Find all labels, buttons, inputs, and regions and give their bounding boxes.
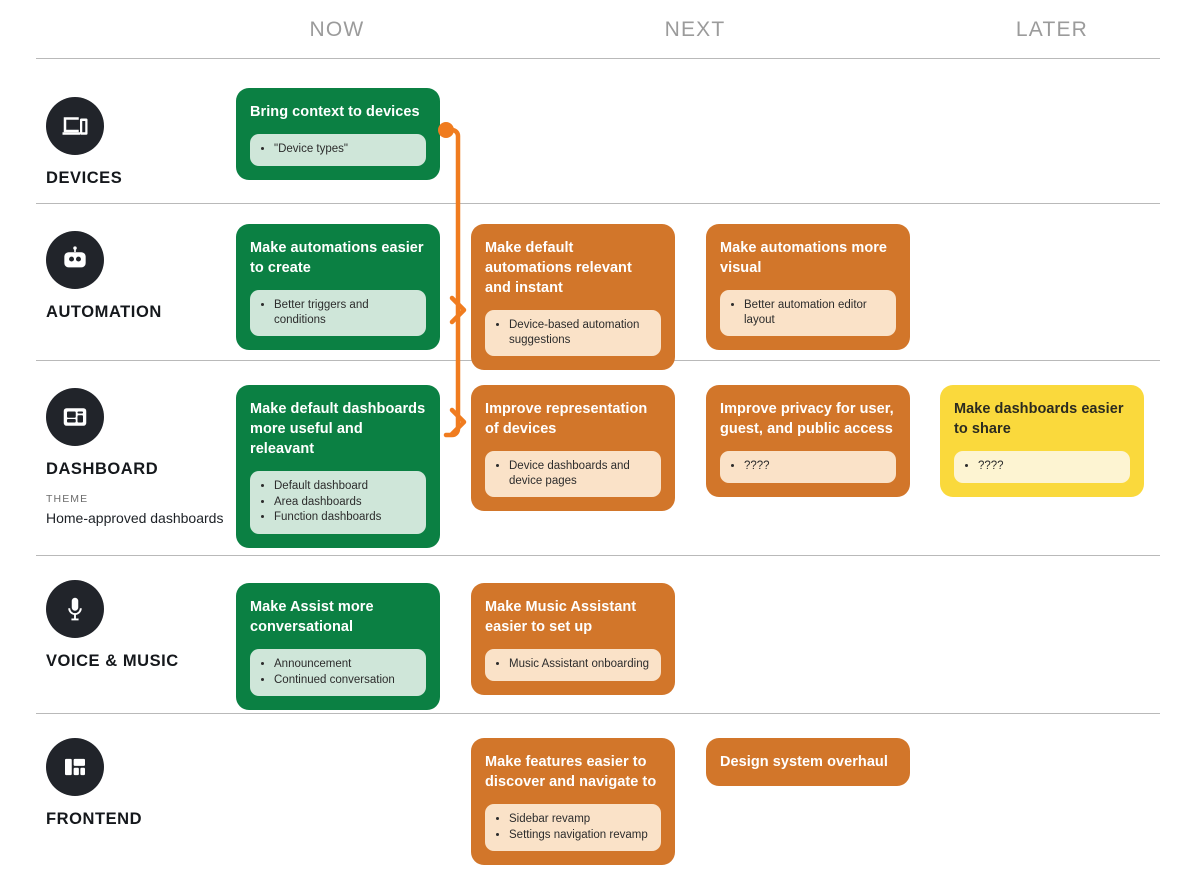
microphone-icon (46, 580, 104, 638)
card-items: Announcement Continued conversation (250, 649, 426, 696)
card-make-music-assistant-easier[interactable]: Make Music Assistant easier to set up Mu… (471, 583, 675, 695)
card-item: Better automation editor layout (744, 298, 886, 327)
robot-icon (46, 231, 104, 289)
card-title: Make automations easier to create (250, 240, 424, 276)
card-title: Make Assist more conversational (250, 599, 374, 635)
card-title: Bring context to devices (250, 104, 420, 120)
card-title: Improve privacy for user, guest, and pub… (720, 401, 894, 437)
card-item: ???? (744, 459, 886, 474)
card-item: Better triggers and conditions (274, 298, 416, 327)
card-items: Default dashboard Area dashboards Functi… (250, 471, 426, 534)
card-items: Music Assistant onboarding (485, 649, 661, 681)
theme-kicker: THEME (46, 493, 89, 505)
row-label-voice-music: VOICE & MUSIC (46, 580, 231, 671)
card-make-assist-more-conversational[interactable]: Make Assist more conversational Announce… (236, 583, 440, 710)
card-item: Device dashboards and device pages (509, 459, 651, 488)
card-items: "Device types" (250, 134, 426, 166)
card-make-features-easier-to-discover[interactable]: Make features easier to discover and nav… (471, 738, 675, 865)
card-title: Improve representation of devices (485, 401, 648, 437)
row-divider (36, 555, 1160, 556)
row-name-dashboard: DASHBOARD (46, 460, 159, 478)
row-frontend: FRONTEND Make features easier to discove… (0, 713, 1200, 873)
card-title: Make features easier to discover and nav… (485, 754, 657, 790)
card-item: Default dashboard (274, 479, 416, 494)
card-title: Make default dashboards more useful and … (250, 401, 426, 457)
row-dashboard: DASHBOARD THEME Home-approved dashboards… (0, 360, 1200, 555)
card-make-automations-more-visual[interactable]: Make automations more visual Better auto… (706, 224, 910, 350)
row-label-frontend: FRONTEND (46, 738, 231, 829)
card-make-default-dashboards-useful[interactable]: Make default dashboards more useful and … (236, 385, 440, 548)
theme-block: THEME Home-approved dashboards (46, 493, 231, 527)
card-improve-representation-of-devices[interactable]: Improve representation of devices Device… (471, 385, 675, 511)
row-label-automation: AUTOMATION (46, 231, 231, 322)
card-items: Sidebar revamp Settings navigation revam… (485, 804, 661, 851)
card-item: "Device types" (274, 142, 416, 157)
card-items: Device-based automation suggestions (485, 310, 661, 356)
card-item: Function dashboards (274, 510, 416, 525)
card-items: ???? (954, 451, 1130, 483)
column-headers: NOW NEXT LATER (0, 0, 1200, 58)
card-item: Announcement (274, 657, 416, 672)
row-label-devices: DEVICES (46, 97, 231, 188)
card-items: ???? (720, 451, 896, 483)
card-item: Area dashboards (274, 495, 416, 510)
card-make-dashboards-easier-to-share[interactable]: Make dashboards easier to share ???? (940, 385, 1144, 497)
column-header-next: NEXT (664, 18, 726, 41)
row-name-frontend: FRONTEND (46, 810, 143, 828)
card-title: Make automations more visual (720, 240, 888, 276)
card-title: Make default automations relevant and in… (485, 240, 632, 296)
card-make-default-automations-relevant[interactable]: Make default automations relevant and in… (471, 224, 675, 370)
column-header-later: LATER (1015, 18, 1089, 41)
row-label-dashboard: DASHBOARD THEME Home-approved dashboards (46, 388, 231, 527)
row-voice-music: VOICE & MUSIC Make Assist more conversat… (0, 555, 1200, 713)
row-automation: AUTOMATION Make automations easier to cr… (0, 203, 1200, 370)
card-item: Sidebar revamp (509, 812, 651, 827)
card-item: Music Assistant onboarding (509, 657, 651, 672)
row-name-devices: DEVICES (46, 169, 123, 187)
card-items: Better automation editor layout (720, 290, 896, 336)
dashboard-icon (46, 388, 104, 446)
card-make-automations-easier-to-create[interactable]: Make automations easier to create Better… (236, 224, 440, 350)
card-improve-privacy[interactable]: Improve privacy for user, guest, and pub… (706, 385, 910, 497)
card-title: Make dashboards easier to share (954, 401, 1124, 437)
column-header-now: NOW (309, 18, 365, 41)
row-divider (36, 203, 1160, 204)
layout-icon (46, 738, 104, 796)
theme-text: Home-approved dashboards (46, 510, 224, 526)
row-name-automation: AUTOMATION (46, 303, 162, 321)
card-item: ???? (978, 459, 1120, 474)
card-item: Device-based automation suggestions (509, 318, 651, 347)
row-devices: DEVICES Bring context to devices "Device… (0, 58, 1200, 203)
row-divider (36, 58, 1160, 59)
card-item: Settings navigation revamp (509, 828, 651, 843)
card-item: Continued conversation (274, 673, 416, 688)
row-name-voice-music: VOICE & MUSIC (46, 652, 179, 670)
row-divider (36, 713, 1160, 714)
devices-icon (46, 97, 104, 155)
card-items: Device dashboards and device pages (485, 451, 661, 497)
card-title: Design system overhaul (720, 754, 888, 770)
card-items: Better triggers and conditions (250, 290, 426, 336)
card-bring-context-to-devices[interactable]: Bring context to devices "Device types" (236, 88, 440, 180)
card-design-system-overhaul[interactable]: Design system overhaul (706, 738, 910, 786)
card-title: Make Music Assistant easier to set up (485, 599, 637, 635)
